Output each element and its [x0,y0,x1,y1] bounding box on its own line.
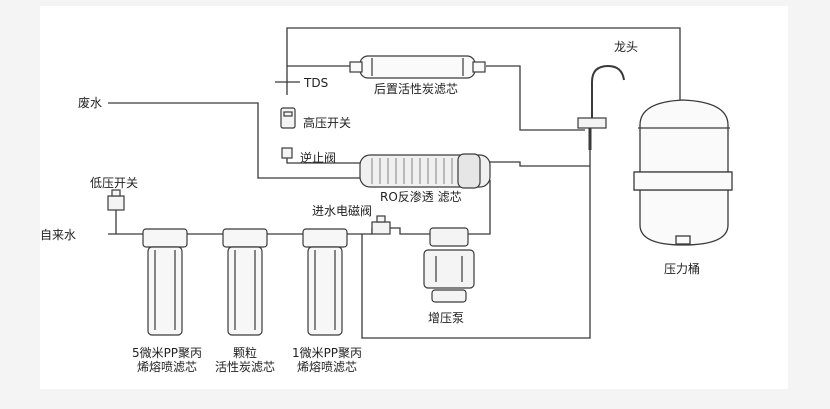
check-valve-label: 逆止阀 [300,151,337,165]
faucet-label: 龙头 [614,40,639,54]
left-margin [0,0,40,409]
filter-housing-1 [142,228,188,336]
filter2-label: 颗粒 活性炭滤芯 [200,346,290,374]
tds-label: TDS [304,76,329,90]
tap-water-label: 自来水 [40,228,77,242]
filter1-label-line2: 烯熔喷滤芯 [136,360,197,374]
right-margin [788,0,830,409]
hp-switch-label: 高压开关 [303,116,352,130]
filter2-label-line2: 活性炭滤芯 [214,360,275,374]
lp-switch [107,189,125,211]
faucet [577,64,625,150]
ro-to-faucet-pipe [490,161,590,167]
post-carbon-filter [349,55,486,79]
filter1-label-line1: 5微米PP聚丙 [131,346,203,360]
waste-pipe [108,102,360,179]
post-carbon-pipe [287,65,585,131]
ro-membrane-label: RO反渗透 滤芯 [380,190,462,204]
filter3-label-line2: 烯熔喷滤芯 [296,360,357,374]
filter1-label: 5微米PP聚丙 烯熔喷滤芯 [112,346,222,374]
filter2-label-line1: 颗粒 [232,346,257,360]
inlet-pipe [108,227,430,235]
pressure-tank [633,99,733,246]
tank-label: 压力桶 [664,262,701,276]
inlet-valve-label: 进水电磁阀 [312,204,373,218]
inlet-solenoid-valve [371,215,391,235]
top-band [0,0,830,6]
return-loop-pipe [361,150,591,339]
lp-switch-label: 低压开关 [90,176,139,190]
pump-to-ro-pipe [468,180,491,235]
pump-label: 增压泵 [428,311,465,325]
bottom-band [0,389,830,409]
check-valve [281,147,293,159]
booster-pump [423,227,475,303]
hp-switch [280,107,296,129]
ro-membrane [359,153,491,189]
filter-housing-2 [222,228,268,336]
filter-housing-3 [302,228,348,336]
filter3-label-line1: 1微米PP聚丙 [291,346,363,360]
waste-label: 废水 [78,96,103,110]
filter3-label: 1微米PP聚丙 烯熔喷滤芯 [272,346,382,374]
post-carbon-label: 后置活性炭滤芯 [374,82,459,96]
